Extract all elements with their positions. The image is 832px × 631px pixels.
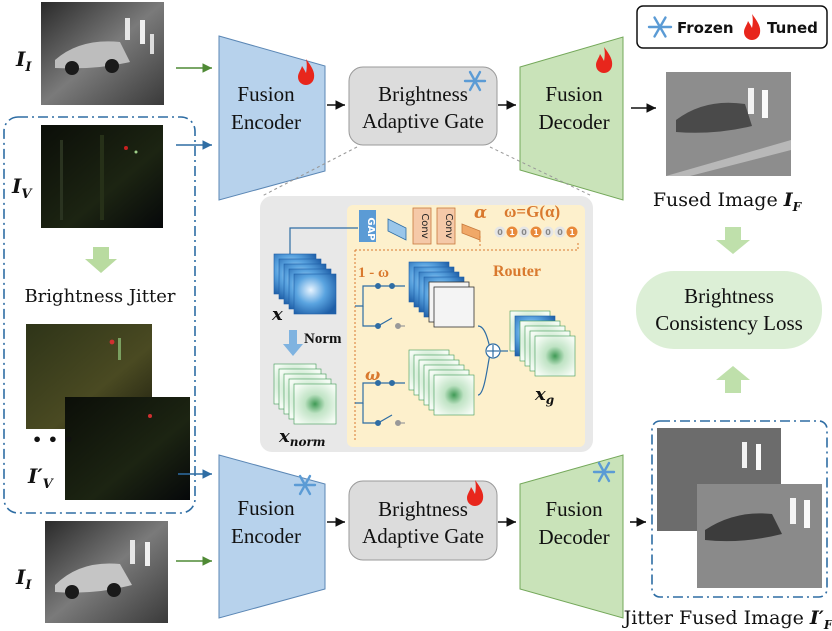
ir-bottom-label: II bbox=[15, 565, 32, 593]
visible-label: IV bbox=[11, 174, 33, 202]
jitter-visible-label: I′V bbox=[27, 464, 55, 492]
snowflake-icon bbox=[592, 461, 616, 483]
ir-image-top bbox=[41, 2, 164, 105]
zoom-line-right bbox=[489, 146, 593, 197]
fused-image-top bbox=[666, 72, 791, 176]
decoder-top-line1: Fusion bbox=[545, 82, 603, 106]
decoder-bottom-line1: Fusion bbox=[545, 497, 603, 521]
fusion-encoder-bottom bbox=[218, 454, 326, 619]
svg-text:1: 1 bbox=[569, 228, 575, 237]
down-arrow-icon bbox=[283, 330, 303, 356]
decoder-bottom-line2: Decoder bbox=[538, 525, 609, 549]
visible-image bbox=[41, 125, 163, 228]
gate-bottom-line2: Adaptive Gate bbox=[362, 524, 484, 548]
decoder-top-line2: Decoder bbox=[538, 110, 609, 134]
flame-icon bbox=[467, 480, 484, 506]
feature-stack-x-norm bbox=[273, 363, 337, 425]
snowflake-icon bbox=[293, 474, 317, 496]
encoder-top-line1: Fusion bbox=[237, 82, 295, 106]
feature-stack-x-g bbox=[509, 310, 576, 377]
svg-text:0: 0 bbox=[557, 228, 563, 237]
feature-stack-bottom-branch bbox=[408, 349, 475, 416]
legend: Frozen Tuned bbox=[636, 5, 828, 49]
svg-text:1: 1 bbox=[533, 228, 539, 237]
conv1-block bbox=[412, 207, 432, 245]
svg-text:0: 0 bbox=[545, 228, 551, 237]
down-arrow-icon bbox=[716, 227, 750, 254]
conv2-block bbox=[436, 207, 456, 245]
x-label: x bbox=[271, 304, 283, 325]
switch-top bbox=[355, 283, 405, 330]
up-arrow-icon bbox=[716, 366, 750, 393]
conv1-label: Conv bbox=[419, 213, 430, 238]
visible-group-frame bbox=[3, 116, 196, 514]
alpha-label: α bbox=[474, 203, 487, 223]
one-minus-omega-label: 1 - ω bbox=[358, 265, 389, 281]
loss-line1: Brightness bbox=[684, 284, 774, 308]
loss-line2: Consistency Loss bbox=[655, 311, 803, 335]
x-g-label: xg bbox=[534, 384, 554, 407]
snowflake-icon bbox=[647, 16, 673, 38]
encoder-top-line2: Encoder bbox=[231, 110, 301, 134]
conv2-label: Conv bbox=[443, 213, 454, 238]
jitter-output-frame bbox=[651, 420, 828, 598]
sum-icon bbox=[485, 343, 501, 359]
fusion-decoder-bottom bbox=[519, 454, 624, 619]
norm-label: Norm bbox=[304, 331, 342, 347]
gate-bits: 0 1 0 1 0 0 1 bbox=[494, 226, 578, 238]
ir-image-bottom bbox=[45, 521, 168, 623]
router-label: Router bbox=[493, 263, 541, 280]
svg-text:0: 0 bbox=[521, 228, 527, 237]
brightness-consistency-loss bbox=[636, 271, 822, 349]
jitter-fused-images bbox=[657, 428, 822, 588]
gap-block bbox=[359, 210, 376, 242]
gate-bottom-line1: Brightness bbox=[378, 497, 468, 521]
switch-bottom bbox=[355, 380, 405, 427]
line-x-to-gap bbox=[289, 227, 358, 254]
gap-label: GAP bbox=[365, 217, 376, 240]
omega-equation: ω=G(α) bbox=[504, 202, 560, 221]
gate-top-line1: Brightness bbox=[378, 82, 468, 106]
legend-tuned-label: Tuned bbox=[767, 19, 818, 37]
jitter-fused-image-label: Jitter Fused Image I′F bbox=[622, 607, 832, 631]
down-arrow-icon bbox=[85, 247, 117, 273]
gap-vector bbox=[387, 218, 407, 241]
fused-image-label: Fused Image IF bbox=[653, 189, 803, 214]
jittered-visible-images bbox=[26, 324, 190, 500]
svg-text:0: 0 bbox=[497, 228, 503, 237]
brightness-gate-top bbox=[348, 66, 498, 146]
fusion-decoder-top bbox=[519, 36, 624, 201]
flame-icon bbox=[596, 47, 613, 73]
encoder-bottom-line1: Fusion bbox=[237, 496, 295, 520]
legend-frozen-label: Frozen bbox=[677, 19, 734, 37]
omega-label: ω bbox=[365, 365, 380, 384]
flame-icon bbox=[298, 59, 315, 85]
brightness-jitter-label: Brightness Jitter bbox=[24, 286, 175, 307]
snowflake-icon bbox=[463, 70, 487, 92]
flame-icon bbox=[744, 14, 761, 40]
encoder-bottom-line2: Encoder bbox=[231, 524, 301, 548]
feature-stack-x bbox=[273, 253, 337, 315]
feature-stack-top-branch bbox=[408, 261, 475, 328]
ellipsis: • • • bbox=[32, 430, 74, 449]
svg-text:1: 1 bbox=[509, 228, 515, 237]
gate-top-line2: Adaptive Gate bbox=[362, 109, 484, 133]
brightness-gate-bottom bbox=[348, 480, 498, 561]
x-norm-label: xnorm bbox=[278, 426, 325, 449]
ir-top-label: II bbox=[15, 47, 32, 75]
